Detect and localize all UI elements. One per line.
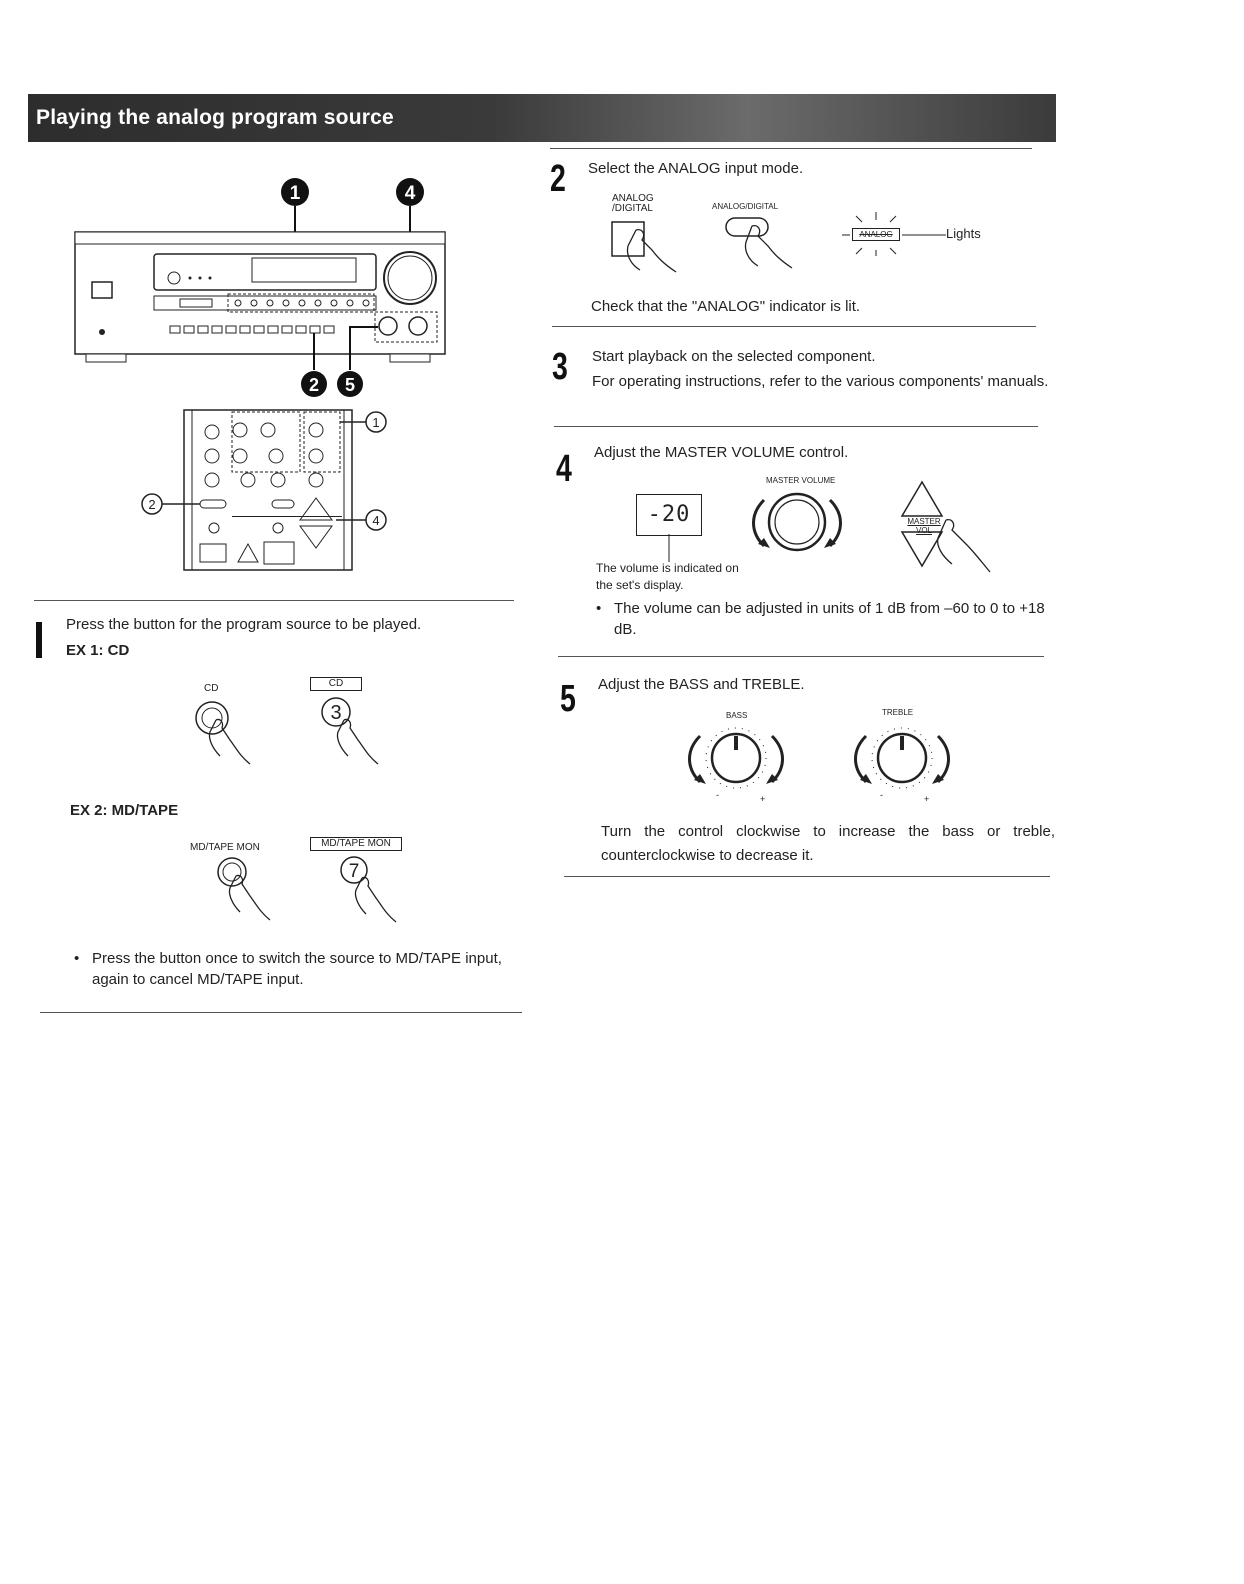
mdtape-unit-label: MD/TAPE MON	[190, 842, 260, 853]
callout-1: 1	[281, 178, 309, 206]
svg-text:2: 2	[148, 497, 155, 512]
step-5-note: Turn the control clockwise to increase t…	[601, 823, 1055, 864]
step-4-number: 4	[556, 448, 572, 490]
step-2-number: 2	[550, 158, 566, 200]
step-1-note-text: Press the button once to switch the sour…	[92, 950, 502, 988]
bass-label: BASS	[726, 711, 748, 720]
analog-digital-remote-label: ANALOG/DIGITAL	[712, 202, 779, 211]
bass-knob	[688, 727, 784, 789]
mdtape-remote-number: 7	[349, 861, 360, 882]
analog-indicator-rays	[842, 212, 946, 256]
bullet: •	[596, 600, 602, 617]
volume-display: -20	[636, 494, 702, 536]
divider	[552, 326, 1036, 327]
svg-text:4: 4	[372, 513, 379, 528]
cd-unit-label: CD	[204, 683, 219, 694]
analog-digital-remote-button-press	[725, 217, 793, 269]
cd-remote-number: 3	[330, 702, 341, 724]
volume-caption: The volume is indicated on the set's dis…	[596, 561, 739, 592]
callout-1-number: 1	[290, 183, 301, 204]
step-1-marker	[36, 622, 42, 658]
step-5-text: Adjust the BASS and TREBLE.	[598, 676, 805, 693]
step-4-note-text: The volume can be adjusted in units of 1…	[614, 600, 1045, 638]
step-1-text: Press the button for the program source …	[66, 616, 422, 633]
cd-unit-button-press	[195, 701, 251, 765]
receiver-front-panel-diagram: 1 4 2 5	[74, 178, 446, 397]
step-3-line-1: Start playback on the selected component…	[592, 348, 876, 365]
callout-2: 2	[301, 371, 327, 397]
cd-remote-label: CD	[310, 677, 362, 691]
master-volume-knob-label: MASTER VOLUME	[766, 476, 836, 485]
divider	[554, 426, 1038, 427]
step-3-line-2: For operating instructions, refer to the…	[592, 373, 1049, 390]
treble-minus: -	[880, 790, 883, 800]
step-5-number: 5	[560, 678, 576, 720]
remote-callout-2: 2	[141, 493, 163, 515]
cd-remote-button-press: 3	[321, 697, 379, 765]
remote-master-volume-button	[900, 480, 991, 573]
divider	[40, 1012, 522, 1013]
section-header-bar: Playing the analog program source	[28, 94, 1056, 142]
analog-digital-unit-label: ANALOG /DIGITAL	[612, 193, 654, 214]
step-1-note: • Press the button once to switch the so…	[74, 948, 542, 990]
step-1-example-2-title: EX 2: MD/TAPE	[70, 802, 179, 819]
mdtape-remote-button-press: 7	[340, 856, 397, 923]
step-3-number: 3	[552, 346, 568, 388]
volume-display-value: -20	[647, 502, 691, 527]
step-4-note: • The volume can be adjusted in units of…	[596, 598, 1064, 640]
divider	[550, 148, 1032, 149]
analog-indicator: ANALOG	[852, 228, 900, 241]
remote-callout-1: 1	[365, 411, 387, 433]
remote-callout-4: 4	[365, 509, 387, 531]
lights-label: Lights	[946, 226, 981, 241]
divider	[558, 656, 1044, 657]
callout-5: 5	[337, 371, 363, 397]
mdtape-remote-label: MD/TAPE MON	[310, 837, 402, 851]
remote-control-diagram: 1 2 4	[141, 409, 387, 571]
treble-label: TREBLE	[882, 708, 914, 717]
treble-knob	[854, 727, 950, 789]
callout-2-number: 2	[309, 375, 319, 395]
bass-plus: +	[760, 794, 766, 804]
divider	[34, 600, 514, 601]
callout-4: 4	[396, 178, 424, 206]
master-volume-knob	[752, 492, 842, 552]
callout-4-number: 4	[405, 183, 416, 204]
master-vol-remote-label: MASTER VOL	[907, 517, 941, 535]
analog-digital-unit-button-press	[611, 221, 677, 273]
step-1-example-1-title: EX 1: CD	[66, 642, 130, 659]
step-4-text: Adjust the MASTER VOLUME control.	[594, 444, 849, 461]
step-2-text: Select the ANALOG input mode.	[588, 160, 804, 177]
mdtape-unit-button-press	[217, 857, 271, 921]
divider	[564, 876, 1050, 877]
bullet: •	[74, 950, 80, 967]
step-2-check: Check that the "ANALOG" indicator is lit…	[591, 298, 861, 315]
bass-minus: -	[716, 790, 719, 800]
section-title: Playing the analog program source	[36, 106, 394, 129]
treble-plus: +	[924, 794, 930, 804]
svg-text:1: 1	[372, 415, 379, 430]
callout-5-number: 5	[345, 375, 355, 395]
volume-display-pointer	[668, 534, 670, 562]
